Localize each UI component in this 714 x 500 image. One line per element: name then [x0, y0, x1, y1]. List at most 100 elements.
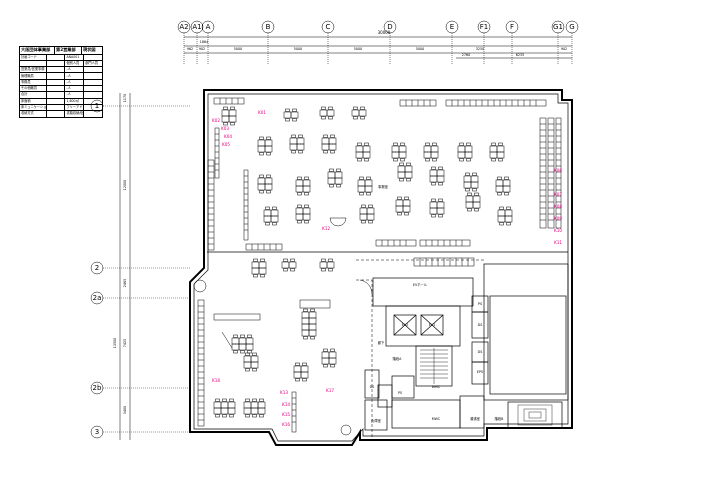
legend-cell: 部門人員	[85, 60, 98, 65]
k-marker: K16	[282, 422, 290, 427]
grid-col-label: A2	[179, 23, 188, 31]
storage-cabinet-run	[291, 391, 297, 433]
top-dim-value: 2760	[462, 53, 470, 57]
legend-row: 個別人員部門人員	[20, 60, 102, 68]
legend-row: 床ミュニケーションスペースフリーアドレス/ワークプレイス	[20, 104, 102, 112]
top-dim-value: 5000	[416, 47, 424, 51]
storage-cabinet-run	[214, 127, 220, 179]
legend-row: 合計 -人	[20, 92, 102, 99]
k-marker: K01	[258, 110, 266, 115]
desk-cluster	[327, 168, 343, 188]
k-marker: K07	[554, 192, 562, 197]
hot-water-label: 倉庫室	[371, 418, 382, 423]
grid-col-label: C	[326, 23, 331, 31]
desk-cluster	[243, 398, 266, 418]
storage-cabinet-run	[399, 99, 437, 107]
grid-col-label: F	[510, 23, 514, 31]
k-marker: K15	[282, 412, 290, 417]
legend-cell: 計画コード	[20, 54, 47, 60]
top-dim-value: 5000	[354, 47, 362, 51]
legend-cell	[47, 79, 66, 86]
legend-cell: 収納方式	[20, 111, 47, 117]
desk-cluster	[463, 172, 479, 192]
grid-col-label: A1	[192, 23, 201, 31]
desk-cluster	[301, 308, 317, 340]
legend-header-division: 大阪団体事業部	[20, 47, 55, 54]
core-zone	[364, 263, 569, 431]
toilet-2	[391, 399, 461, 429]
desk-cluster	[357, 176, 373, 196]
legend-header-department: 第2営業部	[55, 47, 82, 54]
k-marker: K10	[554, 228, 562, 233]
grid-row-label: 3	[95, 428, 99, 436]
building-outline	[189, 89, 573, 446]
k-marker: K04	[224, 134, 232, 139]
legend-cell	[47, 54, 66, 60]
ds2-label: DS	[478, 350, 483, 354]
top-dim-value: 5000	[234, 47, 242, 51]
desk-cluster	[355, 142, 371, 162]
desk-cluster	[281, 258, 297, 272]
k-marker: K14	[282, 402, 290, 407]
legend-cell	[47, 67, 66, 73]
legend-cell: 営業員/営業事務	[20, 67, 47, 73]
desk-cluster	[295, 204, 311, 224]
left-dim-value: 1170	[123, 94, 127, 102]
storage-cabinet-run	[213, 97, 245, 105]
legend-cell	[47, 73, 66, 79]
legend-header: 大阪団体事業部 第2営業部 現状図	[20, 47, 102, 55]
legend-cell: その他職員	[20, 86, 47, 92]
desk-cluster	[319, 258, 335, 272]
grid-col-label: B	[266, 23, 271, 31]
grid-col-label: F1	[480, 23, 488, 31]
legend-cell	[47, 60, 66, 67]
legend-header-status: 現状図	[83, 47, 96, 53]
storage-label: 湯沸室	[470, 416, 481, 421]
ev2-shaft	[393, 314, 417, 336]
ps-label: PS	[478, 302, 482, 306]
legend-cell: -人	[65, 92, 85, 98]
grid-row-label: 2a	[93, 294, 102, 302]
desk-cluster	[289, 134, 305, 154]
storage-cabinet-run	[413, 257, 475, 267]
legend-cell	[47, 86, 66, 92]
storage-cabinet-run	[419, 239, 471, 247]
top-dim-value: 902	[199, 47, 205, 51]
mwc-label: MWC	[432, 417, 441, 421]
legend-cell: フリーアドレス/ワークプレイス	[66, 104, 85, 111]
hot-water-room	[364, 399, 388, 431]
desk-cluster	[495, 176, 511, 196]
left-dim-value: 3400	[123, 406, 127, 414]
stair-b-room	[507, 401, 563, 429]
desk-cluster	[231, 334, 254, 354]
k-marker: K06	[554, 168, 562, 173]
storage-cabinet-run	[207, 159, 215, 251]
legend-cell: ANA001	[65, 54, 85, 60]
legend-cell: 書類収納/個人ロッカー収納	[66, 111, 85, 117]
right-core	[483, 263, 569, 401]
legend-cell	[47, 98, 66, 104]
k-markers: K01K02K03K04K05K06K07K08K09K10K11K12K13K…	[212, 110, 562, 427]
k-marker: K02	[212, 118, 220, 123]
top-dim-value: 962	[187, 47, 193, 51]
ev2-label: EV2	[402, 323, 408, 327]
grid-col-label: A	[206, 23, 211, 31]
top-dim-total: 30000	[378, 30, 391, 35]
legend-cell: 合計	[20, 92, 47, 98]
desk-cluster	[457, 142, 473, 162]
top-dim-1864: 1864	[200, 40, 208, 44]
grid-row-label: 1	[95, 102, 99, 110]
desk-cluster	[391, 142, 407, 162]
storage-cabinet-run	[555, 117, 562, 229]
k-marker: K05	[222, 142, 230, 147]
legend-cell: 管理職員	[20, 73, 47, 79]
desk-cluster	[213, 398, 236, 418]
legend-cell: -人	[65, 67, 85, 73]
storage-cabinet-run	[245, 243, 283, 251]
grid-row-label: 2b	[93, 384, 102, 392]
legend-cell: 個別人員	[65, 60, 85, 67]
furniture	[197, 97, 562, 433]
